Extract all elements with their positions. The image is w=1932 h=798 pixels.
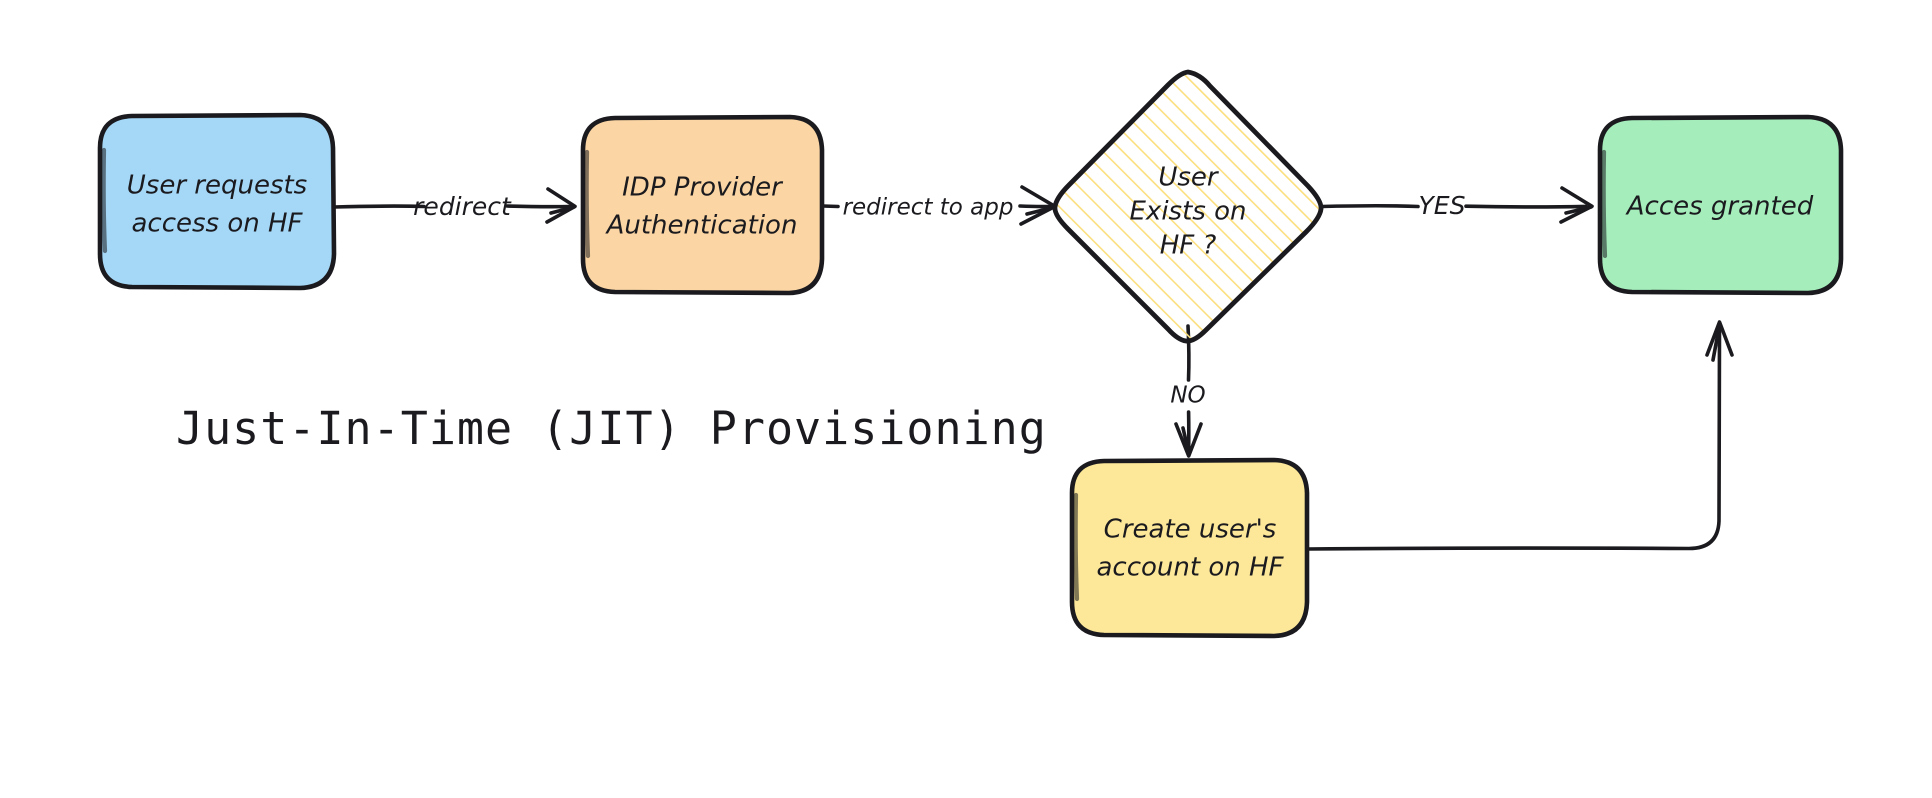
edge-yes: YES bbox=[1320, 186, 1594, 224]
node-create-account-shape[interactable] bbox=[1069, 457, 1310, 639]
node-idp-auth[interactable]: IDP Provider Authentication bbox=[580, 114, 825, 296]
node-access-granted-shape[interactable] bbox=[1597, 114, 1844, 296]
edge-yes-label: YES bbox=[1419, 191, 1466, 220]
node-user-request[interactable]: User requests access on HF bbox=[97, 112, 337, 291]
diagram-title: Just-In-Time (JIT) Provisioning bbox=[176, 402, 1047, 455]
node-user-exists-line1: User bbox=[1158, 163, 1220, 193]
node-create-account-line1: Create user's bbox=[1104, 515, 1277, 545]
edge-redirect-label: redirect bbox=[413, 192, 512, 221]
edge-no: NO bbox=[1170, 324, 1206, 458]
edge-no-label: NO bbox=[1170, 383, 1205, 409]
edge-redirect-to-app-label: redirect to app bbox=[843, 195, 1014, 221]
node-access-granted[interactable]: Acces granted bbox=[1597, 114, 1844, 296]
node-user-request-line2: access on HF bbox=[131, 209, 303, 239]
node-user-exists-decision[interactable]: User Exists on HF ? bbox=[1052, 69, 1324, 344]
edge-return-to-access bbox=[1306, 320, 1734, 551]
node-user-request-line1: User requests bbox=[127, 171, 307, 201]
node-create-account[interactable]: Create user's account on HF bbox=[1069, 457, 1310, 639]
node-idp-auth-shape[interactable] bbox=[580, 114, 825, 296]
node-user-exists-line3: HF ? bbox=[1160, 231, 1217, 261]
node-user-exists-line2: Exists on bbox=[1130, 197, 1247, 227]
node-user-exists-shape[interactable] bbox=[1052, 69, 1324, 344]
edge-redirect-to-app: redirect to app bbox=[821, 185, 1057, 226]
node-idp-auth-line1: IDP Provider bbox=[622, 173, 784, 203]
node-create-account-line2: account on HF bbox=[1096, 553, 1284, 583]
node-user-request-shape[interactable] bbox=[97, 112, 337, 291]
edge-redirect: redirect bbox=[332, 187, 577, 224]
node-idp-auth-line2: Authentication bbox=[605, 211, 798, 241]
node-access-granted-line1: Acces granted bbox=[1625, 192, 1814, 222]
